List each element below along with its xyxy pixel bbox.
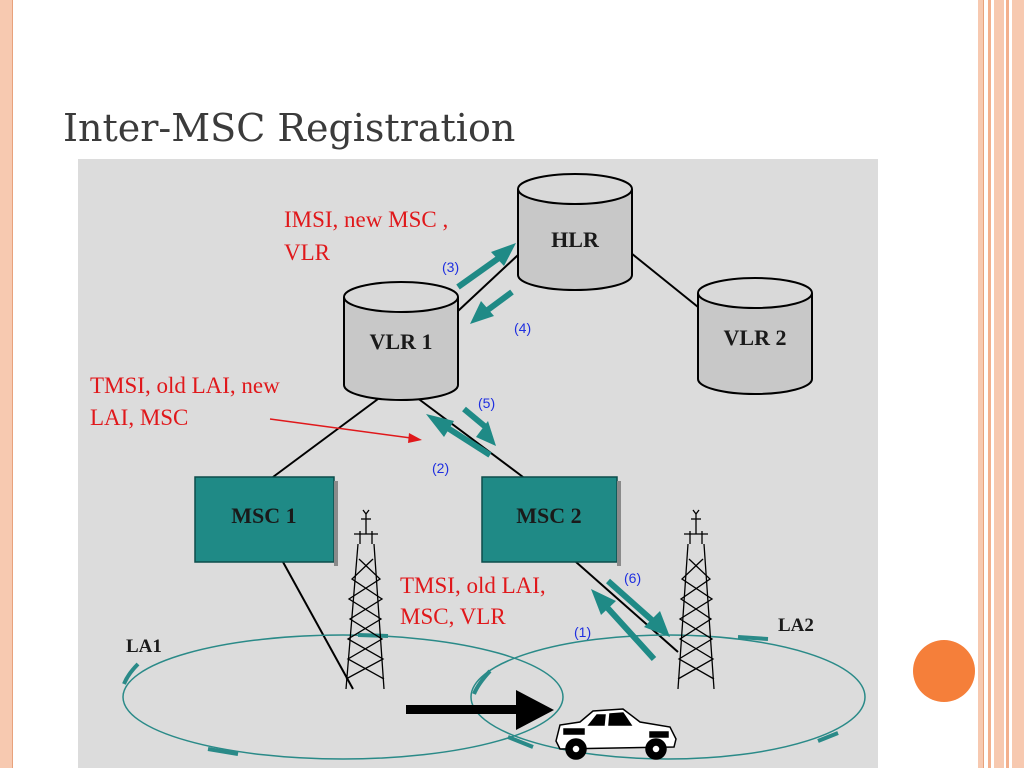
step-5-label: (5) [478,395,495,411]
right-decorative-stripes [978,0,1024,768]
imsi-message-line1: IMSI, new MSC , [284,207,448,232]
cell-tower-icon-la1 [345,509,385,690]
arrow-step-2 [426,414,492,458]
step-4-label: (4) [514,320,531,336]
msc1-tower1-link [282,561,354,690]
car-icon [555,708,677,760]
hlr-database-icon [517,173,633,291]
arrow-step-5 [462,406,496,446]
la1-label: LA1 [126,636,162,657]
arrow-step-4 [470,289,514,324]
red-pointer-arrow [269,418,422,443]
hlr-label: HLR [551,227,600,252]
step-6-label: (6) [624,570,641,586]
tmsi-old-message-line1: TMSI, old LAI, [400,573,546,598]
vlr1-msc1-link [272,398,379,478]
cell-tower-icon-la2 [677,509,715,690]
msc2-tower2-link [575,561,679,653]
step-2-label: (2) [432,460,449,476]
hlr-vlr2-link [630,252,699,308]
msc2-label: MSC 2 [516,503,581,528]
arrow-step-6 [606,578,670,637]
arrow-step-1 [591,589,657,662]
imsi-message-line2: VLR [284,240,331,265]
step-1-label: (1) [574,624,591,640]
vlr1-database-icon [343,281,459,401]
slide-title: Inter-MSC Registration [63,106,516,150]
la1-ellipse [122,633,564,760]
movement-arrow [406,690,554,730]
network-diagram: HLR VLR 1 VLR 2 MSC 1 MSC 2 [78,159,878,768]
msc1-box [194,476,338,566]
tmsi-new-message-line1: TMSI, old LAI, new [90,373,280,398]
vlr1-msc2-link [415,396,524,478]
tmsi-old-message-line2: MSC, VLR [400,604,506,629]
vlr2-database-icon [697,277,813,395]
vlr1-hlr-link [457,254,519,312]
vlr2-label: VLR 2 [724,325,787,350]
left-decorative-stripe [0,0,13,768]
orange-circle-decoration [913,640,975,702]
tmsi-new-message-line2: LAI, MSC [90,405,188,430]
diagram-canvas: HLR VLR 1 VLR 2 MSC 1 MSC 2 [90,173,866,760]
msc2-box [481,476,621,566]
step-3-label: (3) [442,259,459,275]
arrow-step-3 [456,243,516,290]
la2-label: LA2 [778,615,814,636]
msc1-label: MSC 1 [231,503,296,528]
vlr1-label: VLR 1 [370,329,433,354]
